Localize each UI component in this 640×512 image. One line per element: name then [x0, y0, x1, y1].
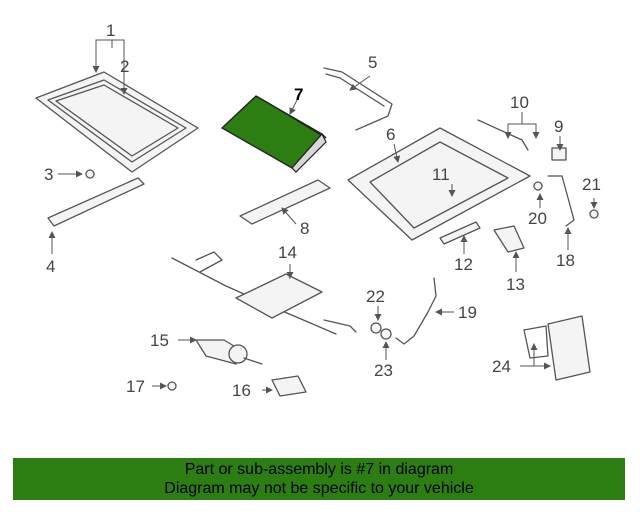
part-clamp-20[interactable] [533, 181, 543, 191]
callout-13: 13 [506, 275, 525, 294]
callout-15: 15 [150, 331, 169, 350]
part-bracket-13[interactable] [493, 225, 525, 253]
callout-17: 17 [126, 377, 145, 396]
callout-16: 16 [232, 381, 251, 400]
part-sunroof-frame-11[interactable] [347, 127, 531, 241]
part-drain-hose-19[interactable] [395, 277, 437, 345]
callout-4: 4 [46, 257, 55, 276]
callout-21: 21 [582, 175, 601, 194]
parts-diagram: 1 2 3 4 5 6 7 8 9 10 11 12 13 14 15 16 1… [35, 21, 601, 400]
part-track-8[interactable] [239, 179, 331, 225]
callout-3: 3 [44, 165, 53, 184]
callout-12: 12 [454, 255, 473, 274]
part-clamp-21[interactable] [589, 209, 599, 219]
part-grommet-22[interactable] [370, 322, 382, 334]
part-clip-17[interactable] [167, 381, 177, 391]
callout-1: 1 [106, 21, 115, 40]
callout-18: 18 [556, 251, 575, 270]
callout-10: 10 [510, 93, 529, 112]
part-drain-hose-10[interactable] [477, 119, 529, 151]
part-clip-3[interactable] [85, 169, 95, 179]
callout-19: 19 [458, 303, 477, 322]
callout-24: 24 [492, 357, 511, 376]
callout-11: 11 [432, 165, 450, 184]
part-module-16[interactable] [271, 375, 307, 397]
part-guide-rail-4[interactable] [47, 177, 145, 227]
banner-line-part-info: Part or sub-assembly is #7 in diagram [184, 461, 454, 478]
part-wind-deflector-24[interactable] [523, 315, 591, 381]
banner-line-disclaimer: Diagram may not be specific to your vehi… [164, 480, 474, 497]
part-relay-9[interactable] [551, 147, 567, 161]
callout-5: 5 [368, 53, 377, 72]
callout-9: 9 [554, 117, 563, 136]
part-drain-hose-18[interactable] [547, 175, 575, 227]
part-trim-strip-5[interactable] [323, 67, 393, 131]
part-sunshade-7-highlighted[interactable] [220, 95, 327, 173]
callout-20: 20 [528, 209, 547, 228]
part-guide-12[interactable] [439, 221, 481, 245]
callout-6: 6 [386, 125, 395, 144]
callout-22: 22 [366, 287, 385, 306]
part-glass-frame[interactable] [35, 71, 199, 173]
callout-labels: 1 2 3 4 5 6 7 8 9 10 11 12 13 14 15 16 1… [44, 21, 601, 400]
part-grommet-23[interactable] [380, 328, 392, 340]
callout-8: 8 [300, 219, 309, 238]
part-motor-15[interactable] [195, 339, 263, 365]
callout-7: 7 [294, 85, 303, 104]
callout-2: 2 [120, 57, 129, 76]
callout-14: 14 [278, 243, 297, 262]
leader-lines [48, 39, 598, 394]
part-cable-assembly-14[interactable] [171, 251, 357, 335]
part-info-banner: Part or sub-assembly is #7 in diagram Di… [13, 458, 625, 500]
callout-23: 23 [374, 361, 393, 380]
